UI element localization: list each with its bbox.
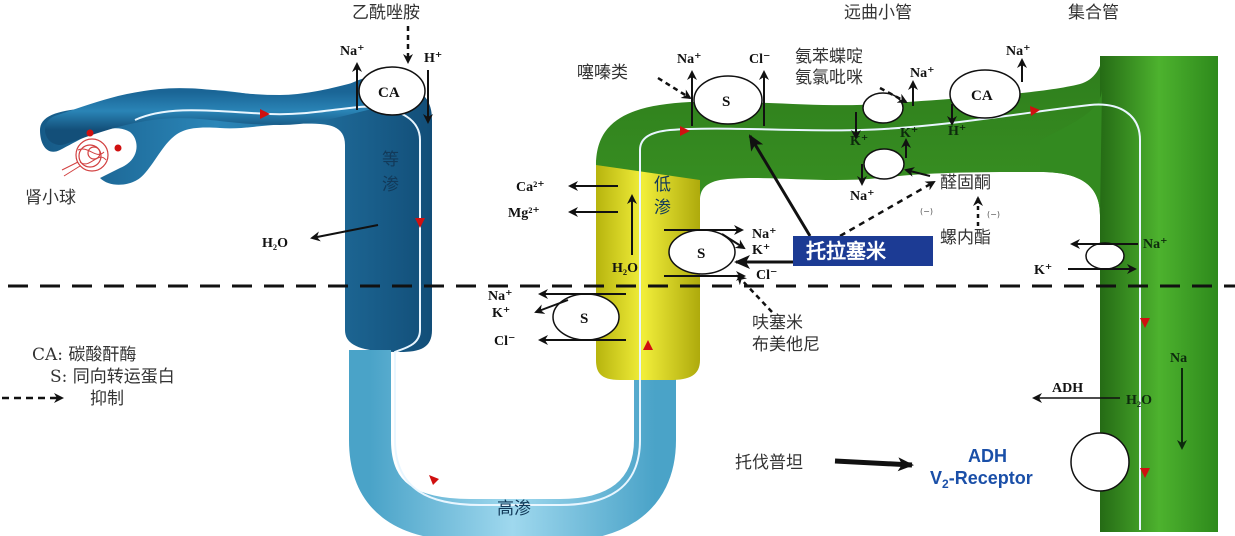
s-label-tal-lower: S [580,311,588,327]
h2o-label-cd: H₂O [1126,393,1152,408]
cd-k-label: K⁺ [1034,263,1052,278]
isotonic-label-2: 渗 [382,175,399,195]
furosemide-label: 呋塞米 [752,313,803,333]
nkcc-k-arrow [721,233,746,250]
distal-tubule [596,56,1218,532]
nkcc-cl-label: Cl⁻ [756,268,777,283]
distal-h-label: H⁺ [948,124,966,139]
pump-na-label: Na⁺ [850,189,875,204]
basolateral-k-arrow [534,299,569,314]
collecting-duct-pump [1085,242,1125,270]
bumetanide-label: 布美他尼 [752,335,820,355]
ca-label-distal: CA [971,88,993,104]
ca2-label: Ca²⁺ [516,180,545,195]
inhibit-sign: (−) [987,210,1000,219]
flow-arrow-icon [1140,468,1150,478]
ncc-cl-label: Cl⁻ [749,52,770,67]
ca-label-proximal: CA [378,85,400,101]
k-label-lumen-2: K⁺ [900,126,918,141]
flow-arrow-icon [643,340,653,350]
flow-arrow-icon [415,218,425,228]
h-ion-label: H⁺ [424,51,442,66]
glomerulus-label: 肾小球 [25,188,76,208]
na-label-cd: Na [1170,351,1187,366]
legend-s: S: 同向转运蛋白 [50,367,175,387]
glomerulus-icon [61,129,122,177]
basolateral-na-label: Na⁺ [488,289,513,304]
na-k-pump [863,148,905,180]
nkcc-k-label: K⁺ [752,243,770,258]
tolvaptan-label: 托伐普坦 [735,453,803,473]
thiazide-inhibit-arrow [657,76,692,100]
mg2-label: Mg²⁺ [508,206,540,221]
h2o-label-tal: H₂O [612,261,638,276]
tolvaptan-arrow [834,457,914,472]
torasemide-label: 托拉塞米 [806,239,887,263]
receptor-line2: V2-Receptor [930,468,1033,491]
acetazolamide-label: 乙酰唑胺 [352,3,420,23]
h2o-reabsorption-arrow [310,224,379,242]
enac-channel-upper [862,92,904,124]
s-label-tal-upper: S [697,246,705,262]
flow-arrow-icon [1140,318,1150,328]
aldosterone-label: 醛固酮 [940,173,991,193]
spironolactone-label: 螺内酯 [940,228,991,248]
amiloride-label: 氨氯吡咪 [795,68,863,88]
basolateral-k-label: K⁺ [492,306,510,321]
nkcc-na-label: Na⁺ [752,227,777,242]
activate-sign: (−) [920,207,933,216]
hypotonic-label-1: 低 [654,175,671,195]
thick-ascending-limb [596,160,700,380]
flow-arrow-icon [680,126,690,136]
na-ion-label: Na⁺ [340,44,365,59]
ca-transporter-proximal [358,66,426,116]
distal-na-label: Na⁺ [1006,44,1031,59]
torasemide-ncc-arrow [748,134,812,237]
s-transporter-distal [693,75,763,125]
cd-na-label: Na⁺ [1143,237,1168,252]
hypotonic-label-2: 渗 [654,198,671,218]
adh-label: ADH [1052,381,1083,396]
flow-direction-markers [260,106,1150,485]
legend-ca: CA: 碳酸酐酶 [32,345,136,365]
ncc-na-label: Na⁺ [677,52,702,67]
flow-arrow-icon [1030,106,1040,116]
v2-receptor-icon [1070,432,1130,492]
legend-inhibit: 抑制 [90,389,124,409]
legend: CA: 碳酸酐酶 S: 同向转运蛋白 抑制 [2,345,175,409]
distal-tubule-header: 远曲小管 [844,3,912,23]
enac-na-label: Na⁺ [910,66,935,81]
isotonic-label-1: 等 [382,150,399,170]
s-label-distal: S [722,94,730,110]
aldosterone-activate-arrow [904,167,931,177]
thiazides-label: 噻嗪类 [577,63,628,83]
hypertonic-label: 高渗 [497,499,531,519]
ca-transporter-distal [949,69,1021,119]
proximal-tubule [40,77,432,352]
torasemide-aldosterone-arrow [839,180,936,238]
triamterene-label: 氨苯蝶啶 [795,47,863,67]
collecting-duct-header: 集合管 [1068,3,1119,23]
k-label-lumen-1: K⁺ [850,134,868,149]
loop-of-henle-thin [349,350,676,536]
torasemide-box [793,236,933,266]
receptor-line1: ADH [968,446,1007,466]
basolateral-cl-label: Cl⁻ [494,334,515,349]
flow-arrow-icon [260,109,270,119]
amiloride-inhibit-arrow [879,86,908,104]
h2o-label-proximal: H₂O [262,236,288,251]
flow-arrow-icon [429,475,439,485]
